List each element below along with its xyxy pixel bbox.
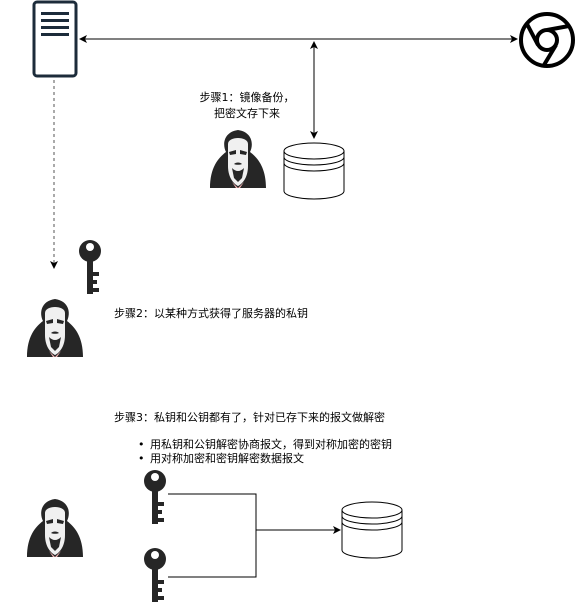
- step3-title: 步骤3：私钥和公钥都有了，针对已存下来的报文做解密: [114, 411, 385, 424]
- step1-line1: 步骤1：镜像备份，: [199, 91, 295, 104]
- private-key-step3-icon: [144, 470, 166, 524]
- database-step3-icon: [341, 501, 403, 559]
- hacker-step1-icon: [210, 130, 266, 188]
- step2-label: 步骤2：以某种方式获得了服务器的私钥: [114, 307, 308, 320]
- keys-merge-connector: [168, 493, 341, 578]
- hacker-step2-icon: [27, 299, 83, 357]
- private-key-step2-icon: [79, 240, 101, 294]
- public-key-step3-icon: [144, 548, 166, 602]
- chrome-browser-icon: [519, 12, 575, 68]
- step3-bullet-list: 用私钥和公钥解密协商报文，得到对称加密的密钥 用对称加密和密钥解密数据报文: [136, 438, 392, 466]
- database-step1-icon: [283, 142, 345, 200]
- step1-label: 步骤1：镜像备份， 把密文存下来: [192, 90, 302, 122]
- step3-bullet-item: 用对称加密和密钥解密数据报文: [136, 452, 392, 466]
- hacker-step3-icon: [27, 499, 83, 557]
- step1-line2: 把密文存下来: [214, 107, 280, 120]
- server-icon: [32, 0, 78, 78]
- step3-bullet-item: 用私钥和公钥解密协商报文，得到对称加密的密钥: [136, 438, 392, 452]
